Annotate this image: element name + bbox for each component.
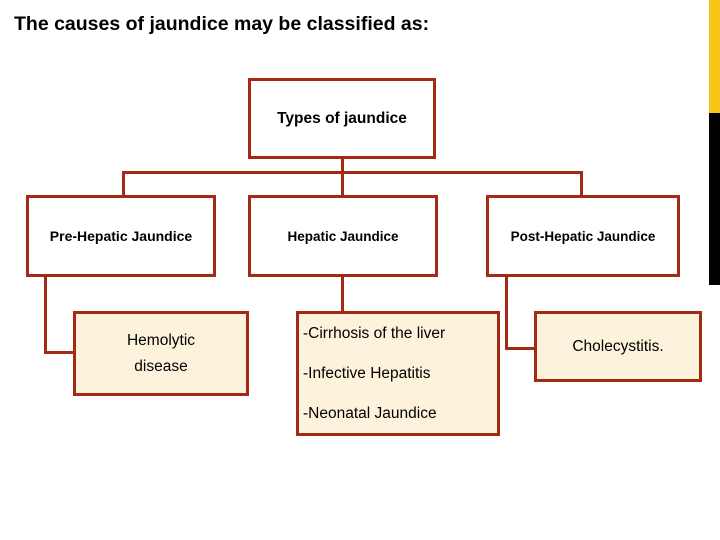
node-label: Hepatic Jaundice bbox=[287, 228, 399, 244]
detail-line: -Infective Hepatitis bbox=[303, 364, 431, 382]
node-pre-hepatic-details: Hemolytic disease bbox=[73, 311, 249, 396]
connector-pre-hepatic-right bbox=[44, 351, 76, 354]
node-post-hepatic-details: Cholecystitis. bbox=[534, 311, 702, 382]
node-detail-lines: Cholecystitis. bbox=[537, 338, 699, 356]
connector-to-hepatic bbox=[341, 171, 344, 197]
node-hepatic-jaundice: Hepatic Jaundice bbox=[248, 195, 438, 277]
detail-line: -Cirrhosis of the liver bbox=[303, 324, 446, 342]
connector-post-hepatic-right bbox=[505, 347, 537, 350]
node-label: Pre-Hepatic Jaundice bbox=[49, 228, 193, 244]
detail-line: Hemolytic bbox=[126, 331, 196, 349]
detail-line: disease bbox=[134, 357, 188, 375]
node-label: Post-Hepatic Jaundice bbox=[510, 228, 656, 244]
node-post-hepatic-jaundice: Post-Hepatic Jaundice bbox=[486, 195, 680, 277]
page-title: The causes of jaundice may be classified… bbox=[14, 13, 430, 35]
connector-to-pre-hepatic bbox=[122, 171, 125, 197]
detail-line: Cholecystitis. bbox=[572, 337, 664, 355]
connector-horizontal-bus bbox=[122, 171, 582, 174]
decorative-bar-white bbox=[709, 285, 720, 540]
node-pre-hepatic-jaundice: Pre-Hepatic Jaundice bbox=[26, 195, 216, 277]
node-detail-lines: -Cirrhosis of the liver -Infective Hepat… bbox=[299, 314, 497, 434]
node-detail-lines: Hemolytic disease bbox=[76, 328, 246, 380]
connector-pre-hepatic-down bbox=[44, 277, 47, 353]
node-types-of-jaundice: Types of jaundice bbox=[248, 78, 436, 159]
detail-line: -Neonatal Jaundice bbox=[303, 404, 437, 422]
connector-root-down bbox=[341, 159, 344, 173]
connector-post-hepatic-down bbox=[505, 277, 508, 349]
decorative-bar-black bbox=[709, 113, 720, 285]
node-hepatic-details: -Cirrhosis of the liver -Infective Hepat… bbox=[296, 311, 500, 436]
connector-hepatic-down bbox=[341, 277, 344, 313]
node-label: Types of jaundice bbox=[277, 109, 407, 127]
connector-to-post-hepatic bbox=[580, 171, 583, 197]
decorative-bar-yellow bbox=[709, 0, 720, 113]
